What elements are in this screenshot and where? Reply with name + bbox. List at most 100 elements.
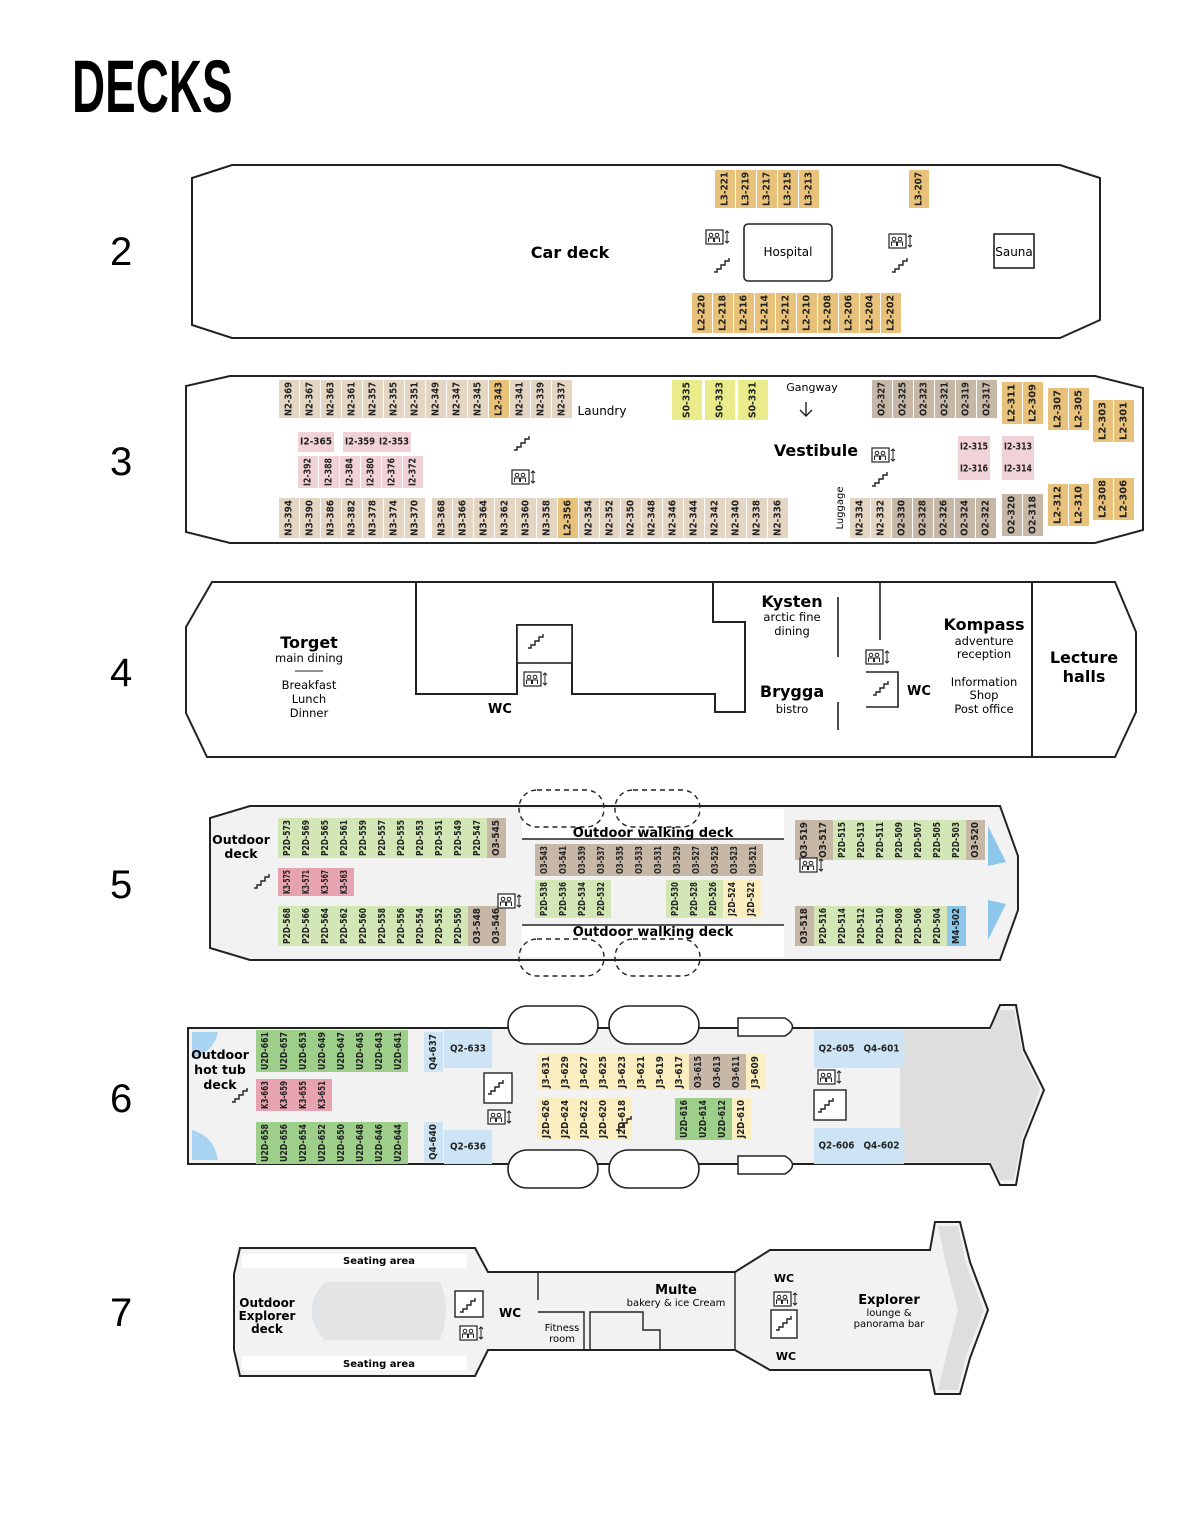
cabin[interactable]: P2D-534	[573, 880, 592, 918]
cabin[interactable]: P2D-573	[278, 818, 297, 858]
cabin[interactable]: N2-334	[850, 498, 870, 538]
cabin[interactable]: P2D-552	[430, 906, 449, 946]
cabin[interactable]: N2-363	[321, 380, 341, 418]
cabin[interactable]: I2-313	[1002, 436, 1034, 458]
cabin[interactable]: N2-336	[768, 498, 788, 538]
cabin[interactable]: K3-563	[335, 868, 354, 896]
cabin[interactable]: Q4-640	[424, 1122, 443, 1162]
cabin[interactable]: J3-625	[594, 1054, 613, 1090]
cabin[interactable]: P2D-549	[449, 818, 468, 858]
cabin[interactable]: L2-204	[860, 293, 880, 333]
cabin[interactable]: O3-527	[687, 844, 706, 876]
cabin[interactable]: N2-341	[510, 380, 530, 418]
cabin[interactable]: Q2-633	[444, 1030, 492, 1068]
cabin[interactable]: N2-369	[279, 380, 299, 418]
cabin[interactable]: L3-217	[757, 170, 777, 208]
cabin[interactable]: J3-627	[575, 1054, 594, 1090]
cabin[interactable]: P2D-513	[852, 820, 871, 860]
cabin[interactable]: P2D-553	[411, 818, 430, 858]
cabin[interactable]: N3-374	[384, 498, 404, 538]
cabin[interactable]: U2D-649	[313, 1030, 332, 1072]
cabin[interactable]: S0-333	[705, 380, 735, 420]
cabin[interactable]: L2-216	[734, 293, 754, 333]
cabin[interactable]: J2D-622	[575, 1098, 594, 1140]
cabin[interactable]: N3-360	[516, 498, 536, 538]
cabin[interactable]: P2D-505	[928, 820, 947, 860]
cabin[interactable]: P2D-515	[833, 820, 852, 860]
cabin[interactable]: O3-517	[814, 820, 833, 860]
cabin[interactable]: U2D-614	[694, 1098, 713, 1140]
cabin[interactable]: O3-533	[630, 844, 649, 876]
cabin[interactable]: K3-655	[294, 1079, 313, 1111]
cabin[interactable]: U2D-612	[713, 1098, 732, 1140]
cabin[interactable]: Q4-601	[859, 1030, 904, 1068]
cabin[interactable]: P2D-528	[685, 880, 704, 918]
cabin[interactable]: P2D-526	[704, 880, 723, 918]
cabin[interactable]: L2-306	[1114, 478, 1134, 520]
cabin[interactable]: O3-523	[725, 844, 744, 876]
cabin[interactable]: U2D-656	[275, 1122, 294, 1164]
cabin[interactable]: O3-541	[554, 844, 573, 876]
cabin[interactable]: N2-350	[621, 498, 641, 538]
cabin[interactable]: P2D-538	[535, 880, 554, 918]
cabin[interactable]: U2D-645	[351, 1030, 370, 1072]
cabin[interactable]: N2-337	[552, 380, 572, 418]
cabin[interactable]: P2D-532	[592, 880, 611, 918]
cabin[interactable]: U2D-641	[389, 1030, 408, 1072]
cabin[interactable]: P2D-557	[373, 818, 392, 858]
cabin[interactable]: I2-372	[403, 456, 423, 488]
cabin[interactable]: O3-518	[795, 906, 814, 946]
cabin[interactable]: P2D-558	[373, 906, 392, 946]
cabin[interactable]: N3-390	[300, 498, 320, 538]
cabin[interactable]: I2-314	[1002, 458, 1034, 480]
cabin[interactable]: O2-322	[976, 498, 996, 538]
cabin[interactable]: U2D-643	[370, 1030, 389, 1072]
cabin[interactable]: S0-335	[672, 380, 702, 420]
cabin[interactable]: N3-364	[474, 498, 494, 538]
cabin[interactable]: O3-520	[966, 820, 985, 860]
cabin[interactable]: P2D-530	[666, 880, 685, 918]
cabin[interactable]: L2-220	[692, 293, 712, 333]
cabin[interactable]: O2-323	[914, 380, 934, 418]
cabin[interactable]: L2-202	[881, 293, 901, 333]
cabin[interactable]: L2-308	[1093, 478, 1113, 520]
cabin[interactable]: N2-354	[579, 498, 599, 538]
cabin[interactable]: N2-361	[342, 380, 362, 418]
cabin[interactable]: O2-328	[913, 498, 933, 538]
cabin[interactable]: P2D-514	[833, 906, 852, 946]
cabin[interactable]: U2D-654	[294, 1122, 313, 1164]
cabin[interactable]: L2-301	[1114, 400, 1134, 442]
cabin[interactable]: P2D-510	[871, 906, 890, 946]
cabin[interactable]: Q2-606	[814, 1128, 859, 1164]
cabin[interactable]: N2-345	[468, 380, 488, 418]
cabin[interactable]: P2D-555	[392, 818, 411, 858]
cabin[interactable]: N2-348	[642, 498, 662, 538]
cabin[interactable]: L2-309	[1023, 382, 1043, 424]
cabin[interactable]: L3-221	[715, 170, 735, 208]
cabin[interactable]: O3-545	[487, 818, 506, 858]
cabin[interactable]: O3-539	[573, 844, 592, 876]
cabin[interactable]: N2-342	[705, 498, 725, 538]
cabin[interactable]: J3-619	[651, 1054, 670, 1090]
cabin[interactable]: P2D-511	[871, 820, 890, 860]
cabin[interactable]: P2D-508	[890, 906, 909, 946]
cabin[interactable]: I2-392	[298, 456, 318, 488]
cabin[interactable]: O3-543	[535, 844, 554, 876]
cabin[interactable]: J3-617	[670, 1054, 689, 1090]
cabin[interactable]: U2D-616	[675, 1098, 694, 1140]
cabin[interactable]: U2D-650	[332, 1122, 351, 1164]
cabin[interactable]: K3-663	[256, 1079, 275, 1111]
cabin[interactable]: O3-546	[487, 906, 506, 946]
cabin[interactable]: L3-213	[799, 170, 819, 208]
cabin[interactable]: L2-356	[558, 498, 578, 538]
cabin[interactable]: O2-321	[935, 380, 955, 418]
cabin[interactable]: L2-310	[1069, 484, 1089, 526]
cabin[interactable]: U2D-648	[351, 1122, 370, 1164]
cabin[interactable]: N2-340	[726, 498, 746, 538]
cabin[interactable]: J3-629	[556, 1054, 575, 1090]
cabin[interactable]: P2D-569	[297, 818, 316, 858]
cabin[interactable]: L2-210	[797, 293, 817, 333]
cabin[interactable]: M4-502	[947, 906, 966, 946]
cabin[interactable]: P2D-509	[890, 820, 909, 860]
cabin[interactable]: P2D-556	[392, 906, 411, 946]
